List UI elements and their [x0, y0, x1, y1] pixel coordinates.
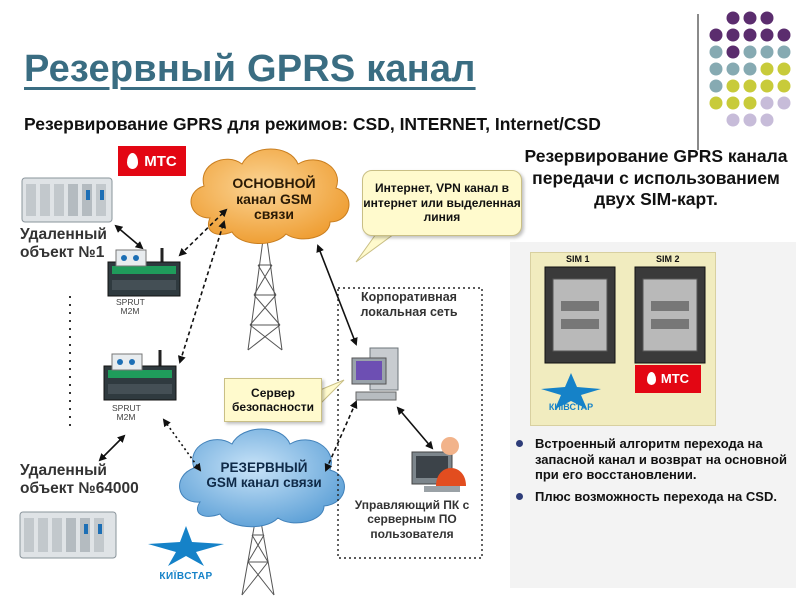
remote-object-1-equipment	[21, 177, 113, 223]
device-2-label: SPRUT M2M	[112, 403, 141, 423]
decorative-dot	[709, 28, 723, 42]
decorative-dot	[760, 96, 774, 110]
kyivstar-star-icon	[148, 526, 224, 566]
sim1-label: SIM 1	[566, 254, 590, 264]
mts-egg-icon	[127, 153, 139, 169]
main-cloud-label: ОСНОВНОЙ канал GSM связи	[232, 175, 316, 223]
control-pc-label: Управляющий ПК с серверным ПО пользовате…	[354, 498, 470, 541]
bullet-dot-icon	[516, 440, 523, 447]
corporate-network-label: Корпоративная локальная сеть	[360, 290, 458, 319]
remote-object-2-equipment	[19, 511, 117, 559]
decorative-dot	[726, 62, 740, 76]
callout-internet: Интернет, VPN канал в интернет или выдел…	[362, 170, 522, 236]
cell-tower-top	[247, 224, 283, 351]
mts-logo: МТС	[118, 146, 186, 176]
list-item: Встроенный алгоритм перехода на запасной…	[516, 436, 788, 483]
decorative-dot	[726, 28, 740, 42]
backup-cloud-label: РЕЗЕРВНЫЙ GSM канал связи	[206, 460, 322, 491]
list-item: Плюс возможность перехода на CSD.	[516, 489, 788, 505]
sprut-modem-2	[103, 350, 177, 401]
decorative-dot	[777, 28, 791, 42]
corporate-network-boundary	[337, 287, 483, 559]
mts-panel-logo: МТС	[636, 366, 700, 390]
decorative-dot	[760, 11, 774, 25]
decorative-dot	[743, 113, 757, 127]
decorative-dot	[777, 45, 791, 59]
callout-internet-tail	[355, 233, 396, 263]
bullet-dot-icon	[516, 492, 523, 500]
decorative-dot	[726, 96, 740, 110]
decorative-dot	[760, 45, 774, 59]
decorative-dot	[777, 62, 791, 76]
decorative-dot	[709, 96, 723, 110]
device-1-label: SPRUT M2M	[116, 297, 145, 317]
page-title: Резервный GPRS канал	[24, 48, 476, 90]
connection-arrows	[98, 208, 434, 472]
decorative-dot	[743, 28, 757, 42]
decorative-dot-grid	[709, 11, 791, 127]
network-diagram	[19, 148, 483, 596]
side-heading: Резервирование GPRS канала передачи с ис…	[524, 146, 788, 210]
kyivstar-logo: КИЇВСТАР	[146, 524, 226, 584]
decorative-dot	[743, 96, 757, 110]
decorative-dot	[726, 79, 740, 93]
decorative-dot	[760, 79, 774, 93]
decorative-dot	[777, 79, 791, 93]
sim-board	[530, 252, 716, 426]
decorative-dot	[709, 79, 723, 93]
kyivstar-panel-label: КИЇВСТАР	[548, 402, 594, 412]
decorative-dot	[760, 28, 774, 42]
sprut-modem-1	[107, 248, 181, 297]
decorative-dot	[709, 45, 723, 59]
decorative-dot	[760, 62, 774, 76]
sim-slots-drawing	[541, 266, 706, 409]
divider-line	[697, 14, 699, 150]
decorative-dot	[726, 11, 740, 25]
remote-object-2-label: Удаленный объект №64000	[20, 462, 139, 497]
remote-object-1-label: Удаленный объект №1	[20, 226, 107, 261]
decorative-dot	[709, 62, 723, 76]
decorative-dot	[777, 96, 791, 110]
main-gsm-cloud	[190, 148, 350, 245]
decorative-dot	[726, 45, 740, 59]
decorative-dot	[743, 11, 757, 25]
feature-list: Встроенный алгоритм перехода на запасной…	[516, 436, 788, 510]
server-computer	[351, 347, 399, 401]
decorative-dot	[743, 45, 757, 59]
decorative-dot	[760, 113, 774, 127]
page-subtitle: Резервирование GPRS для режимов: CSD, IN…	[24, 114, 601, 134]
mts-panel-egg-icon	[646, 371, 656, 385]
decorative-dot	[743, 79, 757, 93]
callout-server: Сервер безопасности	[224, 378, 322, 422]
control-pc-user	[411, 437, 466, 492]
sim2-label: SIM 2	[656, 254, 680, 264]
callout-server-tail	[319, 379, 345, 406]
decorative-dot	[743, 62, 757, 76]
decorative-dot	[726, 113, 740, 127]
